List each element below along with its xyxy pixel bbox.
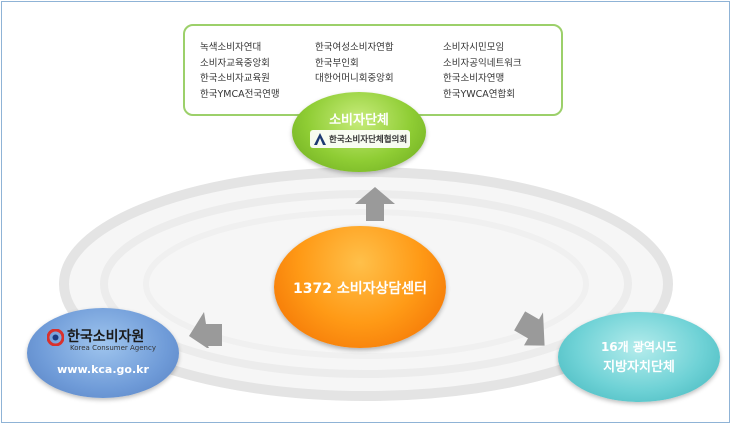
arrow-left-icon [189,312,222,348]
member-item: 한국부인회 [315,57,359,69]
local-government-line2: 지방자치단체 [603,360,675,375]
member-item: 녹색소비자연대 [200,42,262,53]
consumer-groups-node: 소비자단체 한국소비자단체협의회 [292,92,426,172]
local-government-node: 16개 광역시도 지방자치단체 [558,312,720,402]
member-item: 소비자공익네트워크 [443,57,522,69]
consultation-center-node: 1372 소비자상담센터 [274,226,446,348]
local-government-line1: 16개 광역시도 [600,340,678,354]
member-item: 한국YWCA연합회 [443,88,516,100]
member-item: 소비자시민모임 [443,42,505,53]
member-groups-box: 녹색소비자연대 소비자교육중앙회 한국소비자교육원 한국YMCA전국연맹 한국여… [183,24,563,116]
member-item: 대한어머니회중앙회 [315,73,394,84]
member-column-2: 한국여성소비자연합 한국부인회 대한어머니회중앙회 [315,40,394,87]
arrow-right-icon [514,311,545,346]
member-item: 한국소비자연맹 [443,73,505,84]
kca-url: www.kca.go.kr [57,363,149,376]
member-item: 한국여성소비자연합 [315,42,394,53]
consultation-center-title: 1372 소비자상담센터 [293,281,427,297]
kca-english-name: Korea Consumer Agency [70,344,156,352]
consumer-groups-title: 소비자단체 [329,113,389,128]
kca-name: 한국소비자원 [67,329,145,345]
member-column-3: 소비자시민모임 소비자공익네트워크 한국소비자연맹 한국YWCA연합회 [443,40,522,102]
consumer-council-label: 한국소비자단체협의회 [310,130,410,148]
kca-logo-icon [47,329,64,346]
arrow-up-icon [355,187,395,221]
member-item: 한국YMCA전국연맹 [200,88,280,100]
member-item: 한국소비자교육원 [200,73,270,84]
council-logo-icon [314,133,326,145]
member-column-1: 녹색소비자연대 소비자교육중앙회 한국소비자교육원 한국YMCA전국연맹 [200,40,280,102]
consumer-council-name: 한국소비자단체협의회 [329,135,408,145]
member-item: 소비자교육중앙회 [200,57,270,69]
kca-node: 한국소비자원 Korea Consumer Agency www.kca.go.… [27,308,179,398]
